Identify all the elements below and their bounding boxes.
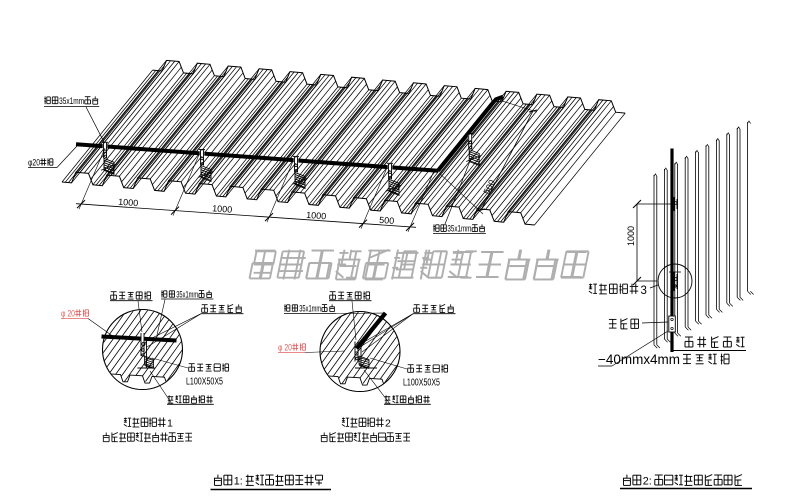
svg-text:1000: 1000 (306, 210, 327, 221)
svg-text:2:: 2: (643, 476, 652, 488)
svg-text:φ20: φ20 (28, 157, 40, 167)
svg-text:35x1mm: 35x1mm (59, 96, 84, 107)
svg-text:35x1mm: 35x1mm (447, 224, 471, 234)
svg-text:L100X50X5: L100X50X5 (403, 378, 440, 389)
svg-text:1000: 1000 (118, 197, 139, 208)
svg-text:1000: 1000 (212, 203, 233, 214)
svg-text:φ 20: φ 20 (278, 342, 292, 352)
svg-text:500: 500 (481, 178, 497, 196)
svg-text:1: 1 (167, 418, 173, 430)
svg-text:1000: 1000 (626, 226, 636, 246)
svg-text:3: 3 (641, 285, 647, 297)
svg-text:35x1mm: 35x1mm (299, 303, 321, 313)
svg-text:2: 2 (385, 418, 391, 430)
svg-text:−40mmx4mm: −40mmx4mm (598, 352, 680, 367)
svg-text:1:: 1: (234, 476, 243, 488)
svg-text:φ 20: φ 20 (61, 308, 75, 318)
svg-text:500: 500 (379, 215, 395, 226)
svg-text:35x1mm: 35x1mm (176, 289, 198, 299)
svg-text:L100X50X5: L100X50X5 (186, 377, 223, 388)
